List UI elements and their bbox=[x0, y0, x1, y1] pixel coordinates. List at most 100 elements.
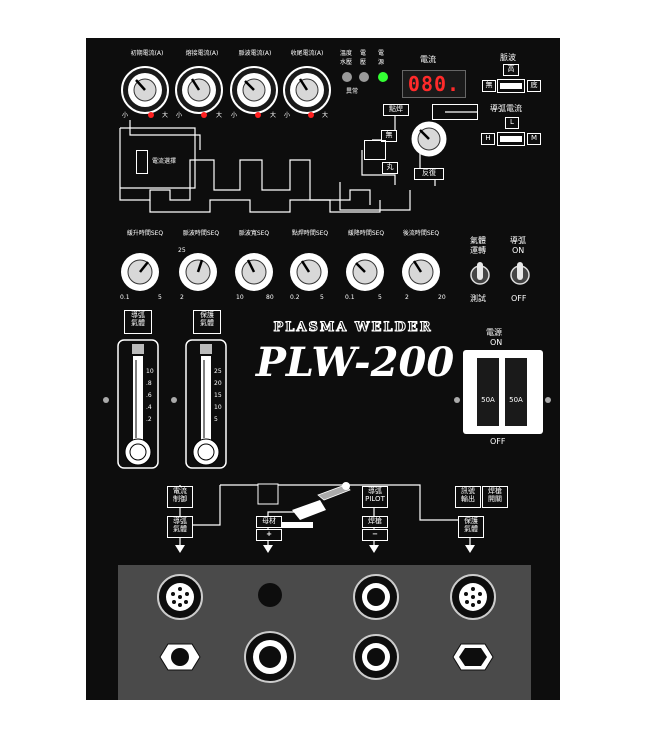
flow-pilot-tick-1: 10 bbox=[146, 368, 154, 375]
mid-scale-spot-min: 0.2 bbox=[290, 294, 300, 301]
mid-label-upslope: 緩升時間SEQ bbox=[126, 230, 164, 237]
flowmeter-shield-title2: 氣體 bbox=[200, 319, 214, 327]
spot-sustain-label: 丸 bbox=[382, 162, 398, 174]
knob-label-initial-current: 初期電流(A) bbox=[130, 50, 164, 57]
connector-shield-gas-fitting[interactable] bbox=[452, 643, 494, 671]
spot-blank-box bbox=[432, 104, 478, 120]
knob-spot-time[interactable] bbox=[290, 253, 328, 291]
breaker-title1: 電源 bbox=[486, 328, 502, 337]
pilot-m-label: M bbox=[527, 133, 541, 145]
indicator-abnormal-label: 異常 bbox=[346, 88, 359, 95]
pilot-switch-title1: 導弧 bbox=[510, 236, 526, 245]
knob-label-welding-current: 熔接電流(A) bbox=[185, 50, 219, 57]
label-pilot-2: PILOT bbox=[365, 495, 385, 503]
mid-scale-spot-max: 5 bbox=[320, 294, 324, 301]
knob-label-crater-current: 收尾電流(A) bbox=[290, 50, 324, 57]
breaker-right-rating: 50A bbox=[509, 396, 523, 404]
mid-scale-upslope-max: 5 bbox=[158, 294, 162, 301]
lamp-power bbox=[378, 72, 388, 82]
pulse-switch[interactable] bbox=[497, 79, 525, 93]
flowmeter-shield-title: 保護 氣體 bbox=[193, 310, 221, 334]
pilot-current-switch[interactable] bbox=[497, 132, 525, 146]
flow-shield-tick-2: 20 bbox=[214, 380, 222, 387]
flowmeters-svg bbox=[103, 339, 227, 469]
label-pilot-gas-1: 導弧 bbox=[173, 517, 187, 525]
indicator-label-temp: 溫度 bbox=[340, 50, 353, 57]
mid-scale-pulse-width-max: 80 bbox=[266, 294, 274, 301]
flowmeter-pilot-title2: 氣體 bbox=[131, 319, 145, 327]
connector-pilot-gas-fitting[interactable] bbox=[159, 643, 201, 671]
mid-label-postflow: 後流時間SEQ bbox=[402, 230, 440, 237]
flowmeter-pilot-title1: 導弧 bbox=[131, 311, 145, 319]
knob-pulse-current[interactable] bbox=[230, 66, 278, 114]
label-shield-gas-1: 保護 bbox=[464, 517, 478, 525]
label-torch-switch: 焊槍 開關 bbox=[482, 486, 508, 508]
breaker-pole-right bbox=[505, 358, 527, 426]
label-pilot-gas: 導弧 氣體 bbox=[167, 516, 193, 538]
knob-downslope[interactable] bbox=[346, 253, 384, 291]
gas-switch-bottom: 測試 bbox=[470, 294, 486, 303]
indicator-label-water: 水壓 bbox=[340, 59, 353, 66]
flow-shield-tick-5: 5 bbox=[214, 416, 218, 423]
indicator-lamps bbox=[342, 72, 388, 82]
knob-pulse-width[interactable] bbox=[235, 253, 273, 291]
knob-welding-current[interactable] bbox=[175, 66, 223, 114]
knob2-min: 小 bbox=[176, 112, 183, 119]
breaker-pole-left bbox=[477, 358, 499, 426]
current-select-switch[interactable] bbox=[136, 150, 148, 174]
connector-signal-plug[interactable] bbox=[450, 574, 496, 620]
label-torch-switch-1: 焊槍 bbox=[488, 487, 502, 495]
knob-crater-current[interactable] bbox=[283, 66, 331, 114]
mid-knobs-svg bbox=[121, 253, 440, 291]
label-signal-out-2: 輸出 bbox=[461, 495, 475, 503]
pilot-current-label: 導弧電流 bbox=[490, 104, 522, 113]
flowmeter-pilot-gas[interactable] bbox=[117, 339, 159, 469]
mid-scale-postflow-min: 2 bbox=[405, 294, 409, 301]
knob-upslope[interactable] bbox=[121, 253, 159, 291]
mid-scale-downslope-max: 5 bbox=[378, 294, 382, 301]
mode-selector-knob[interactable] bbox=[410, 120, 448, 158]
flowmeter-shield-gas[interactable] bbox=[185, 339, 227, 469]
knob3-min: 小 bbox=[231, 112, 238, 119]
empty-hole bbox=[258, 583, 282, 607]
breaker-title2: ON bbox=[490, 338, 503, 347]
lamp-voltage bbox=[359, 72, 369, 82]
model-label: PLW-200 bbox=[255, 339, 455, 386]
knob-initial-current[interactable] bbox=[121, 66, 169, 114]
connector-torch-terminal[interactable] bbox=[353, 634, 399, 680]
knob4-max: 大 bbox=[322, 112, 329, 119]
mid-scale-upslope-min: 0.1 bbox=[120, 294, 130, 301]
flow-pilot-tick-5: .2 bbox=[146, 416, 152, 423]
connector-control-plug[interactable] bbox=[157, 574, 203, 620]
power-breaker[interactable]: 50A 50A bbox=[463, 350, 543, 434]
breaker-off: OFF bbox=[490, 437, 506, 446]
label-minus: − bbox=[362, 529, 388, 541]
pilot-l-label: L bbox=[505, 117, 519, 129]
pulse-high-label: 高 bbox=[503, 64, 519, 76]
label-torch-switch-2: 開關 bbox=[488, 495, 502, 503]
top-knobs-svg bbox=[121, 66, 331, 118]
label-current-control-2: 制御 bbox=[173, 495, 187, 503]
brand-label: PLASMA WELDER bbox=[273, 320, 433, 336]
label-torch: 焊槍 bbox=[362, 516, 388, 528]
breaker-screws bbox=[454, 397, 551, 403]
current-display-label: 電流 bbox=[420, 55, 436, 64]
connector-pilot-terminal[interactable] bbox=[353, 574, 399, 620]
indicator-label-elec2: 電 bbox=[378, 50, 385, 57]
gas-toggle-switch[interactable] bbox=[470, 258, 490, 292]
flow-shield-tick-3: 15 bbox=[214, 392, 222, 399]
connector-base-material-terminal[interactable] bbox=[244, 631, 296, 683]
pilot-toggle-switch[interactable] bbox=[510, 258, 530, 292]
mid-label-pulse-time: 脈波時間SEQ bbox=[182, 230, 220, 237]
label-shield-gas-2: 氣體 bbox=[464, 525, 478, 533]
knob-postflow[interactable] bbox=[402, 253, 440, 291]
pilot-h-label: H bbox=[481, 133, 495, 145]
mid-label-pulse-width: 脈波寬SEQ bbox=[238, 230, 270, 237]
label-current-control: 電流 制御 bbox=[167, 486, 193, 508]
breaker-left-rating: 50A bbox=[481, 396, 495, 404]
label-pilot-gas-2: 氣體 bbox=[173, 525, 187, 533]
knob1-min: 小 bbox=[122, 112, 129, 119]
knob2-max: 大 bbox=[216, 112, 223, 119]
knob-pulse-time[interactable] bbox=[179, 253, 217, 291]
